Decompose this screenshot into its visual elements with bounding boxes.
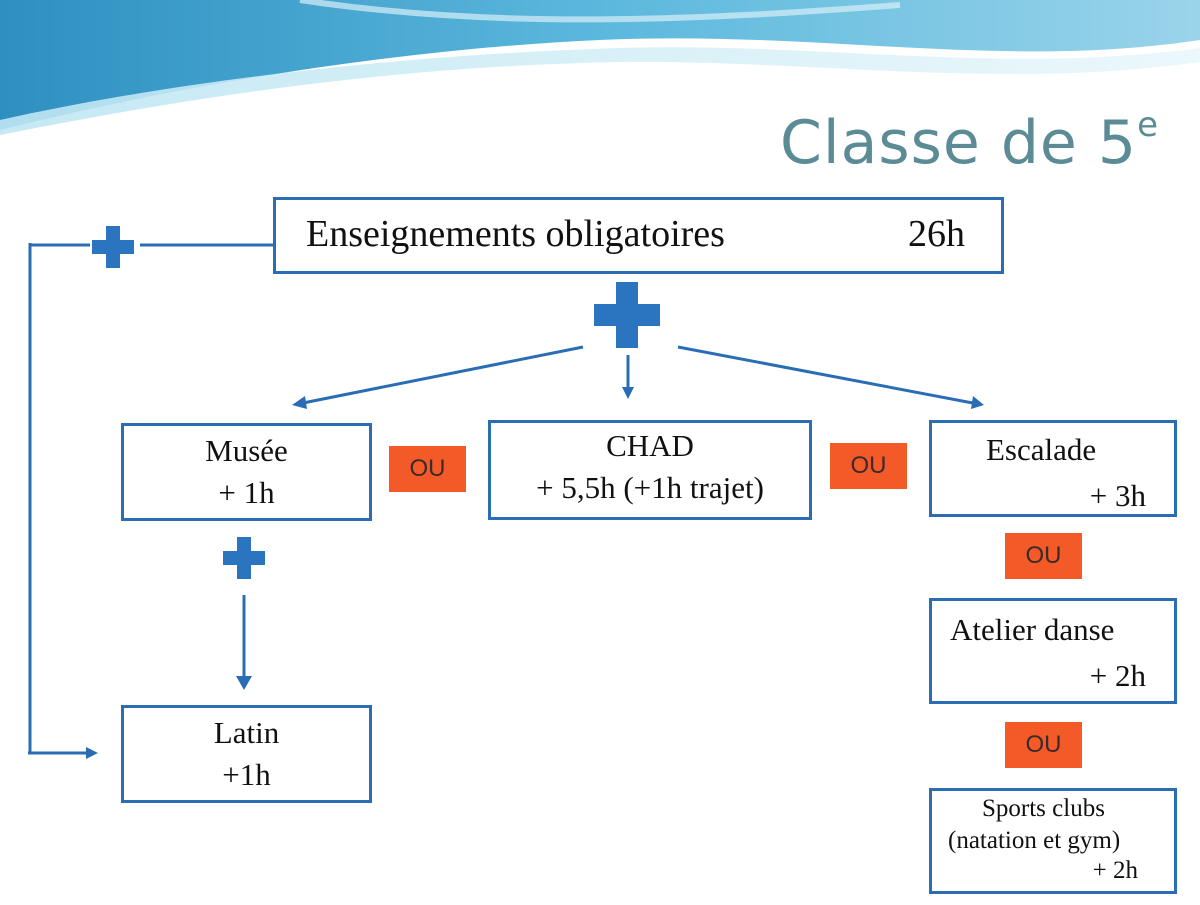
latin-hours: +1h xyxy=(222,757,271,792)
main-label: Enseignements obligatoires xyxy=(306,213,725,255)
latin-label: Latin xyxy=(213,715,280,750)
plus-icon xyxy=(223,537,265,579)
or-badge: OU xyxy=(389,446,466,492)
option-sports-clubs: Sports clubs (natation et gym) + 2h xyxy=(929,788,1177,894)
plus-icon xyxy=(594,282,660,348)
option-chad: CHAD + 5,5h (+1h trajet) xyxy=(488,420,812,520)
or-badge: OU xyxy=(830,443,907,489)
main-box: Enseignements obligatoires 26h xyxy=(273,197,1004,274)
header-wave xyxy=(0,0,1200,135)
main-hours: 26h xyxy=(908,213,965,255)
escalade-hours: + 3h xyxy=(1089,478,1146,513)
sports-clubs-label: Sports clubs xyxy=(982,795,1105,822)
sports-clubs-detail: (natation et gym) xyxy=(948,827,1121,854)
chad-label: CHAD xyxy=(606,428,694,463)
or-badge: OU xyxy=(1005,533,1082,579)
atelier-danse-label: Atelier danse xyxy=(950,612,1115,647)
escalade-label: Escalade xyxy=(986,432,1097,467)
option-escalade: Escalade + 3h xyxy=(929,420,1177,517)
option-latin: Latin +1h xyxy=(121,705,372,803)
sports-clubs-hours: + 2h xyxy=(1092,857,1138,884)
slide-title: Classe de 5e xyxy=(780,105,1160,178)
or-badge: OU xyxy=(1005,722,1082,768)
chad-hours: + 5,5h (+1h trajet) xyxy=(536,470,764,505)
option-atelier-danse: Atelier danse + 2h xyxy=(929,598,1177,704)
option-musee: Musée + 1h xyxy=(121,423,372,521)
musee-label: Musée xyxy=(205,433,288,468)
plus-icon xyxy=(92,226,134,268)
musee-hours: + 1h xyxy=(218,475,275,510)
atelier-danse-hours: + 2h xyxy=(1089,658,1146,693)
